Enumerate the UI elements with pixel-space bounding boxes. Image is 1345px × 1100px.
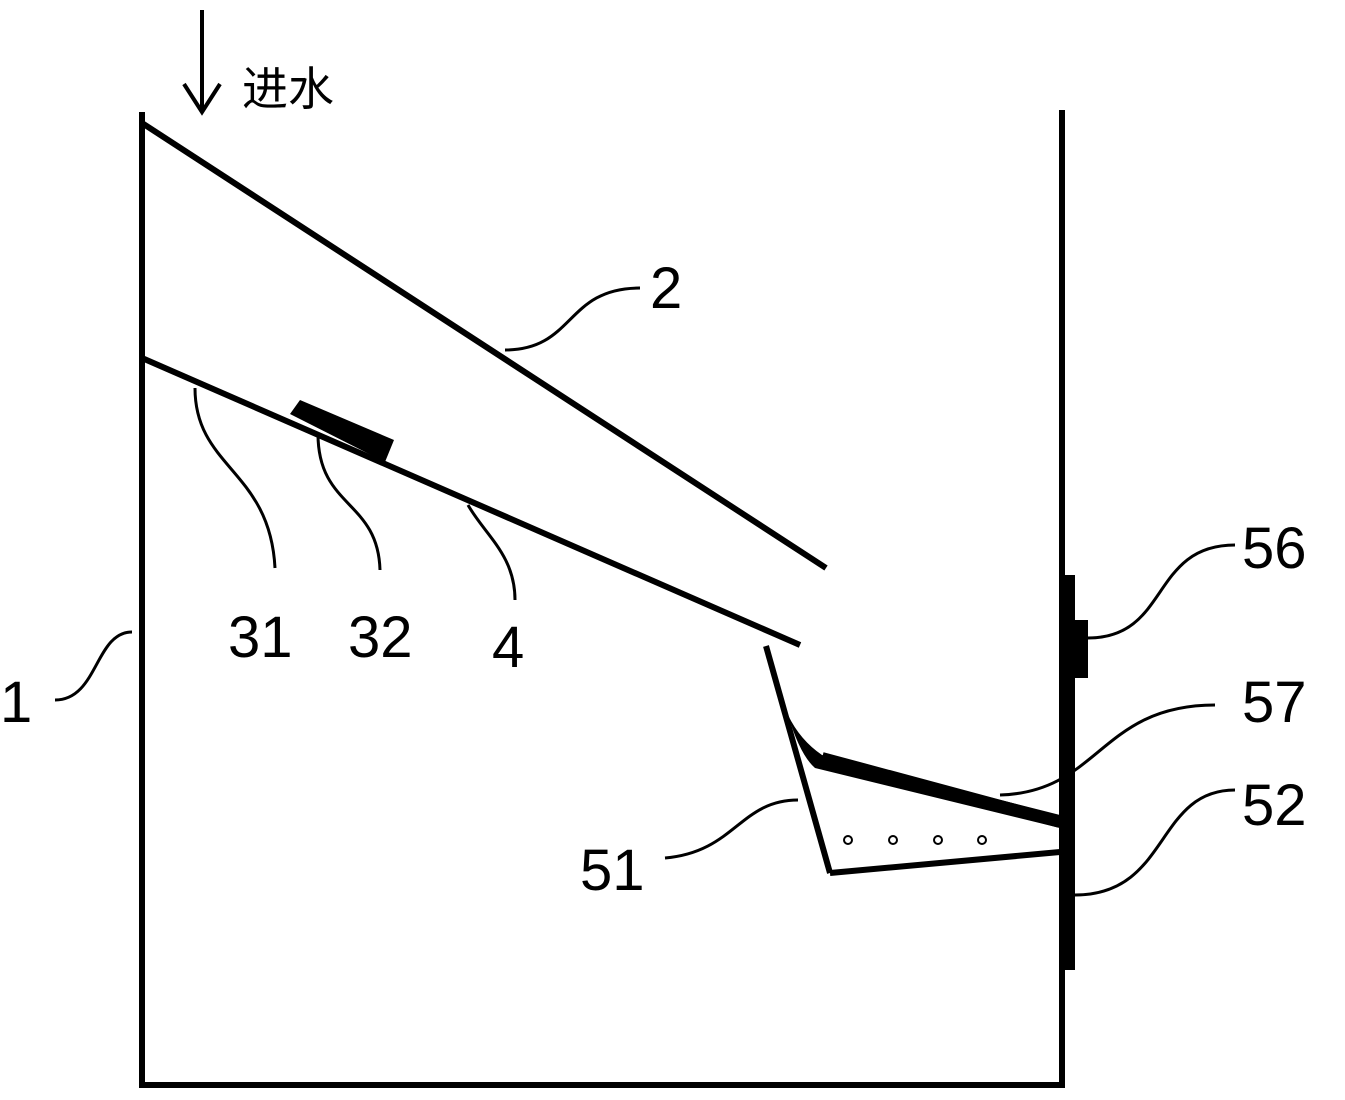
basket-51 [763, 645, 1061, 876]
lower-inclined-plate [140, 355, 802, 648]
plate-57-bar [820, 752, 1062, 828]
inlet-arrow [182, 10, 222, 116]
label-57: 57 [1242, 670, 1307, 735]
container-walls [139, 110, 1065, 1088]
leader-lines [54, 286, 1236, 897]
label-56: 56 [1242, 516, 1307, 581]
upper-inclined-plate [140, 120, 828, 571]
label-52: 52 [1242, 773, 1307, 838]
label-32: 32 [348, 605, 413, 670]
label-2: 2 [650, 256, 682, 321]
basket-holes [843, 835, 987, 845]
label-1: 1 [0, 670, 32, 735]
label-4: 4 [492, 615, 524, 680]
label-51: 51 [580, 838, 645, 903]
label-31: 31 [228, 605, 293, 670]
block-32 [290, 400, 394, 462]
knob-56 [1074, 620, 1088, 678]
inlet-label: 进水 [242, 62, 334, 116]
